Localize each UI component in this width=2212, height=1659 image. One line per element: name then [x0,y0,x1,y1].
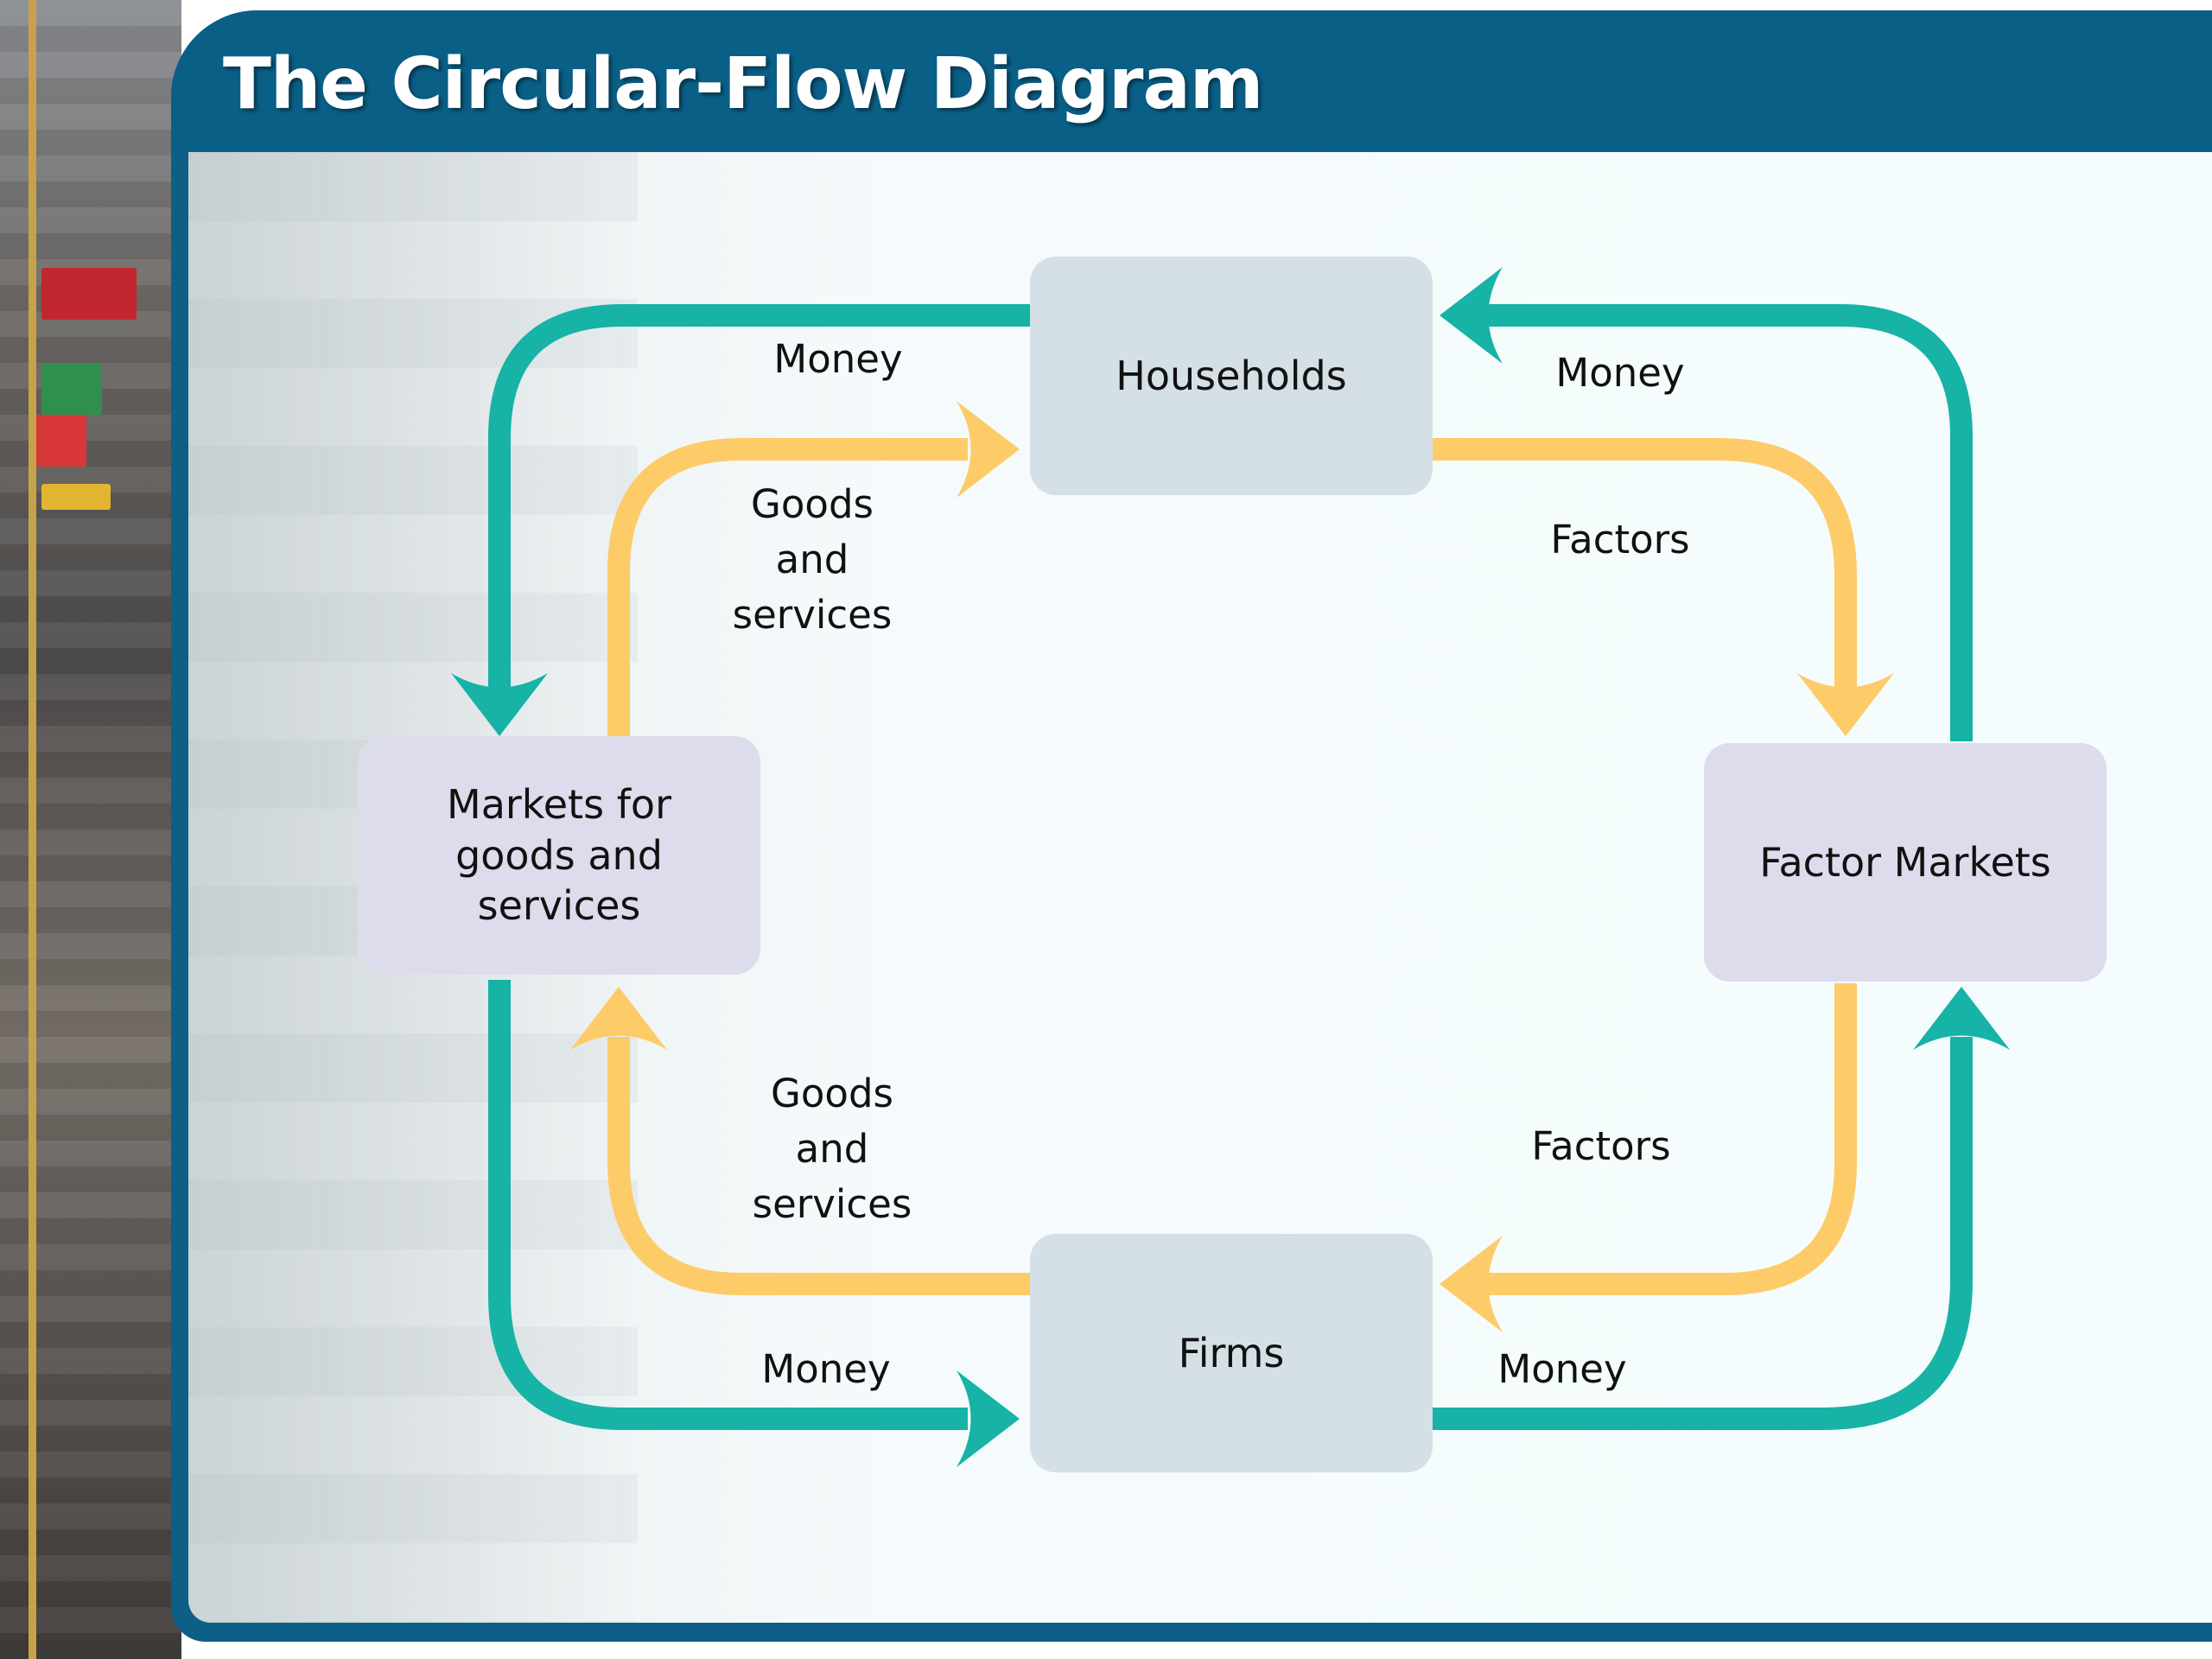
arrowhead-left-icon [1440,1236,1503,1332]
factors-flow-factor-markets-to-firms [1486,983,1857,1295]
arrowhead-left-icon [1440,267,1503,364]
goods-flow-firms-to-goods-markets [607,1037,1030,1295]
factor-markets-label: Factor Markets [1759,838,2051,886]
neon-sign-decoration [35,415,86,467]
neon-sign-decoration [41,268,137,320]
money-label-bottom-left: Money [761,1346,891,1392]
households-label: Households [1116,352,1347,399]
neon-sign-decoration [41,363,102,415]
factor-markets-node: Factor Markets [1704,743,2107,982]
money-label-top-right: Money [1555,350,1685,396]
arrowhead-right-icon [957,1370,1020,1467]
arrowhead-down-icon [1797,673,1894,736]
goods-markets-label: Markets for goods and services [447,780,671,930]
slide-title: The Circular-Flow Diagram [223,43,1263,125]
neon-sign-decoration [41,484,111,510]
firms-label: Firms [1178,1329,1285,1376]
money-label-top-left: Money [773,336,903,382]
money-flow-factor-markets-to-households [1486,304,1973,741]
factors-label-top: Factors [1550,517,1690,563]
factors-flow-households-to-factor-markets [1431,438,1857,691]
goods-markets-node: Markets for goods and services [358,736,760,975]
money-flow-goods-markets-to-firms [488,980,968,1430]
firms-node: Firms [1030,1234,1433,1472]
money-label-bottom-right: Money [1497,1346,1627,1392]
goods-and-services-label-top: Goods and services [732,481,893,638]
arrowhead-down-icon [451,673,548,736]
goods-flow-goods-markets-to-households [607,438,968,736]
money-flow-households-to-goods-markets [488,304,1030,691]
arrowhead-up-icon [570,987,667,1050]
goods-and-services-label-bottom: Goods and services [752,1071,912,1227]
households-node: Households [1030,257,1433,495]
factors-label-bottom: Factors [1531,1123,1671,1169]
money-flow-firms-to-factor-markets [1431,1037,1973,1430]
arrowhead-right-icon [957,401,1020,498]
title-bar [171,10,2212,150]
arrowhead-up-icon [1913,987,2010,1050]
slide-edge-accent [29,0,36,1659]
